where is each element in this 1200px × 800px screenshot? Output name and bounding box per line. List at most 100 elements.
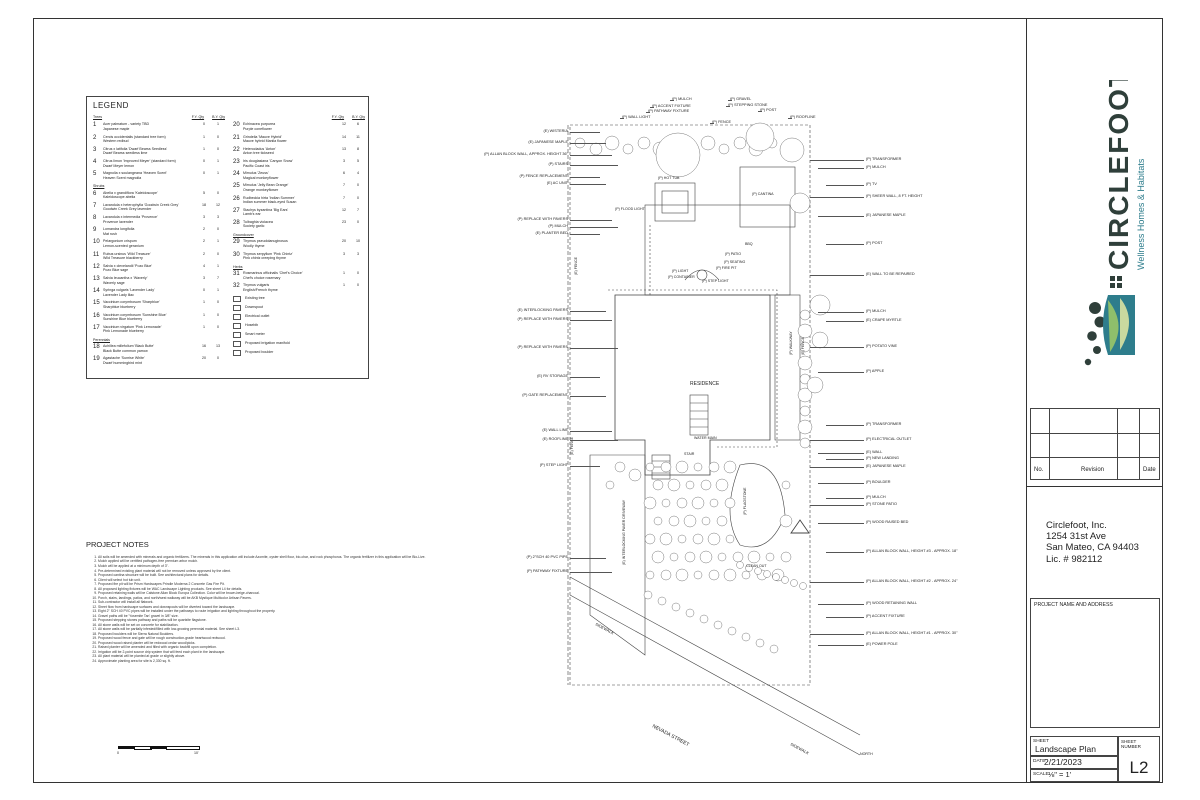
plan-callout: (P) WOOD RETAINING WALL [866, 601, 918, 605]
label-driveway: (E) INTERLOCKING PAVER DRIVEWAY [622, 499, 626, 565]
logo-squares [1110, 276, 1122, 288]
raised-bed-symbol [790, 519, 810, 534]
legend-item-number: 24 [233, 171, 240, 178]
plant-symbol [589, 142, 603, 156]
legend-item-names: Salvia x clevelandii 'Pozo Blue'Pozo Blu… [103, 264, 197, 273]
legend-item-names: Vaccinium corymbosum 'Sharpblue'Sharpblu… [103, 300, 197, 309]
legend-by-qty: 0 [357, 219, 359, 224]
legend-by-qty: 1 [217, 122, 219, 127]
legend-item-number: 16 [93, 312, 100, 319]
project-note: Proposed cantina structure will be built… [98, 573, 446, 578]
legend-section-title: Shrubs [93, 184, 105, 189]
plan-callout: (P) STONE PATIO [866, 502, 898, 506]
plan-callout: (P) REPLACE WITH PAVERS [517, 317, 569, 321]
legend-section-title: Trees [93, 115, 103, 119]
legend-fy-qty: 23 [342, 219, 346, 224]
plant-symbol [780, 551, 792, 563]
scale-value: ⅛" = 1' [1048, 770, 1072, 779]
legend-symbol-item: Smart meter [233, 331, 365, 338]
plant-symbol [789, 192, 811, 214]
plan-callout: (E) WALL LINE [542, 428, 568, 432]
legend-fy-qty: 1 [343, 283, 345, 288]
legend-by-qty: 0 [357, 283, 359, 288]
project-note: All soils will be amended with minerals … [98, 555, 446, 560]
legend-common-name: Dwarf Bearss seedless lime [103, 151, 148, 156]
residence-outline [614, 294, 771, 476]
legend-item-number: 27 [233, 207, 240, 214]
legend-by-qty: 13 [216, 344, 220, 349]
label-light: (P) LIGHT [672, 269, 689, 273]
plan-callout: (E) JAPANESE MAPLE [528, 140, 568, 144]
plant-symbol [708, 569, 720, 581]
legend-symbol-swatch [233, 295, 241, 302]
legend-section-title: Herbs [233, 264, 243, 269]
plant-symbol [713, 620, 723, 630]
plant-symbol [745, 564, 753, 572]
label-stair: STAIR [684, 452, 695, 456]
plan-callout: (P) ALLAN BLOCK WALL, HEIGHT #3 - APPROX… [866, 549, 958, 553]
project-note: Proposed boulders will be Sierra Natural… [98, 632, 446, 637]
callout-leader [570, 226, 618, 227]
legend-header-fy-qty: F.Y. Qty [331, 115, 345, 119]
legend-by-qty: 12 [216, 202, 220, 207]
plan-callout: (P) FENCE REPLACEMENT [519, 174, 568, 178]
company-address-line2: San Mateo, CA 94403 [1046, 542, 1139, 554]
label-container: (P) CONTAINER [668, 275, 695, 279]
legend-common-name: Dwarf Meyer lemon [103, 163, 135, 168]
plant-symbol [699, 550, 713, 564]
legend-common-name: Pacific Coast iris [243, 163, 270, 168]
callout-leader [826, 320, 864, 321]
legend-botanical-name: Agastache 'Sunrise White' [103, 356, 145, 361]
plant-symbol [811, 331, 829, 349]
plant-symbol [781, 480, 791, 490]
callout-leader [826, 184, 864, 185]
legend-symbol-label: Downspout [245, 305, 263, 310]
company-address-line1: 1254 31st Ave [1046, 531, 1107, 543]
project-note: Approximate planting area for site is 2,… [98, 659, 446, 664]
project-note: Mulch will be applied at a minimum depth… [98, 564, 446, 569]
brand-name: CIRCLEFOOT [1103, 80, 1134, 270]
legend-fy-qty: 4 [203, 263, 205, 268]
legend-common-name: Woolly thyme [243, 243, 265, 248]
project-name-label: PROJECT NAME AND ADDRESS [1034, 602, 1113, 608]
label-bbq: BBQ [745, 242, 753, 246]
stone-patio [729, 463, 786, 548]
legend-common-name: Pink chintz creeping thyme [243, 256, 286, 261]
legend-common-name: English/French thyme [243, 287, 278, 292]
project-note: Proposed stepping stones pathway and pat… [98, 618, 446, 623]
legend-by-qty: 6 [357, 122, 359, 127]
legend-common-name: Waverly sage [103, 280, 125, 285]
revision-date-header: Date [1143, 467, 1156, 473]
callout-leader [570, 176, 600, 177]
legend-botanical-name: Heterocladus 'Anton' [243, 146, 276, 151]
plant-symbol [797, 387, 813, 403]
plant-symbol [707, 532, 721, 546]
legend-fy-qty: 12 [342, 207, 346, 212]
legend-botanical-name: Rudbeckia hirta 'Indian Summer' [243, 195, 295, 200]
plan-callout: (P) MULCH [866, 309, 886, 313]
callout-leader [810, 504, 864, 505]
plan-callout: (E) AC UNIT [546, 181, 568, 185]
label-sidewalk-right: SIDEWALK [790, 741, 811, 755]
callout-leader [810, 466, 864, 467]
legend-fy-qty: 16 [202, 344, 206, 349]
legend-common-name: Goodwin Creek Grey lavender [103, 207, 152, 212]
plan-callout: (P) GRAVEL [730, 97, 752, 101]
callout-leader [818, 644, 864, 645]
plan-callout: (P) PATHWAY FIXTURE [526, 569, 568, 573]
plan-callout: (E) WISTERIA [543, 129, 568, 133]
legend-by-qty: 1 [217, 171, 219, 176]
legend-by-qty: 0 [217, 190, 219, 195]
plan-callout: (E) ROOFLINE [542, 437, 568, 441]
callout-leader [646, 111, 650, 112]
legend-item-number: 2 [93, 134, 97, 141]
plan-callout: (P) MULCH [548, 224, 568, 228]
plan-callout: (P) MULCH [866, 495, 886, 499]
